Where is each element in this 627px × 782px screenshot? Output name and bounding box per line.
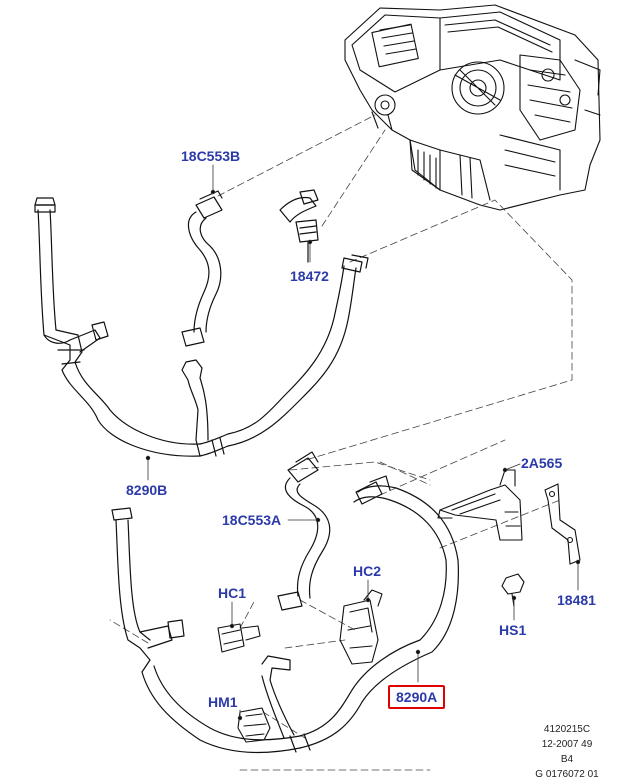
assembly-leader-lines [109,114,573,771]
bracket-2a565 [437,469,523,541]
label-18c553b: 18C553B [181,148,241,164]
hose-18c553a [277,451,331,611]
label-18c553a: 18C553A [222,512,282,528]
reference-line-1: 4120215C [543,724,591,735]
hose-8290b [34,197,369,457]
label-leaders [145,164,581,721]
reference-line-2: 12-2007 49 [541,739,593,750]
fitting-18472 [279,189,319,263]
hose-18c553b [181,190,223,347]
label-hm1: HM1 [208,694,238,710]
label-hs1: HS1 [499,622,527,638]
heater-housing-assembly [344,4,601,211]
screw-hs1 [501,573,525,607]
label-18481: 18481 [557,592,596,608]
reference-block: 4120215C 12-2007 49 B4 G 0176072 01 [512,722,622,782]
label-8290b: 8290B [126,482,168,498]
hose-8290a [111,475,459,754]
label-hc2: HC2 [353,563,382,579]
label-hc1: HC1 [218,585,247,601]
clip-hc2 [339,589,383,665]
label-8290a-highlighted[interactable]: 8290A [388,685,446,709]
bracket-18481 [544,483,581,565]
label-2a565: 2A565 [521,455,563,471]
reference-line-3: B4 [560,754,574,765]
clip-hc1 [217,623,261,653]
clip-hm1 [237,707,271,743]
label-18472: 18472 [290,268,329,284]
reference-line-4: G 0176072 01 [535,769,599,780]
